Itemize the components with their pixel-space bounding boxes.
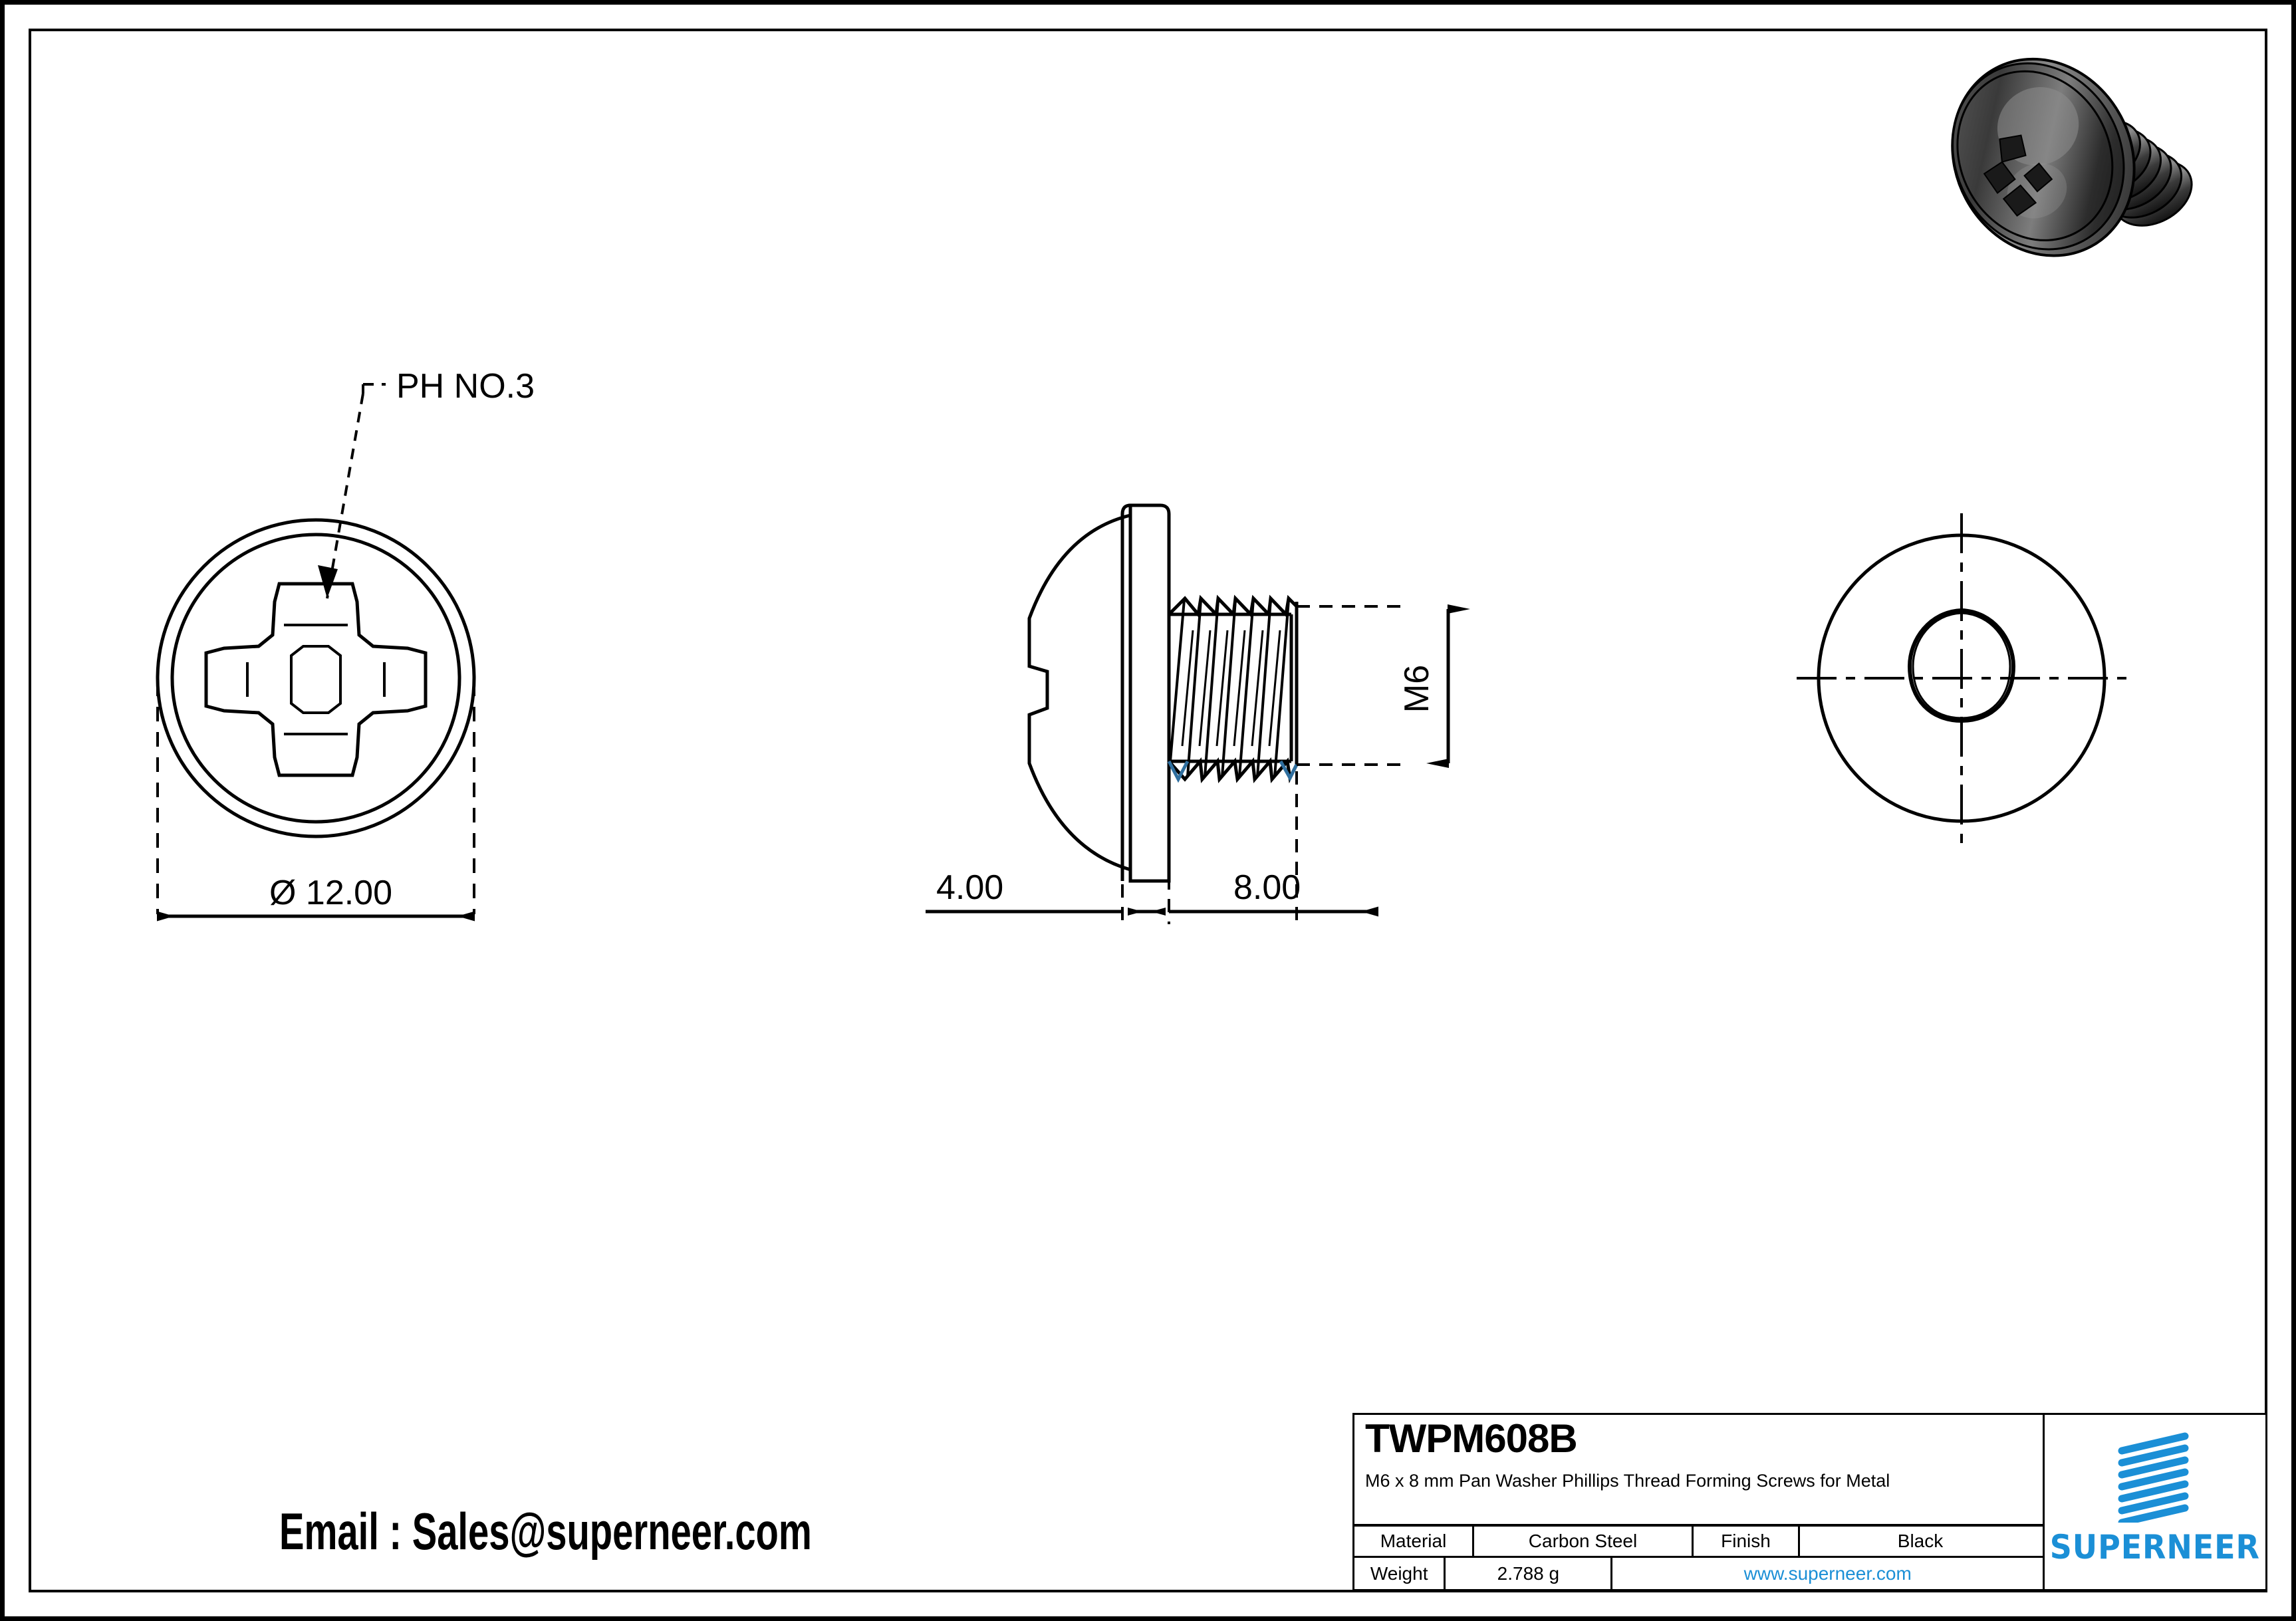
dimension-diameter-12: Ø 12.00 (269, 874, 392, 912)
material-label: Material (1354, 1527, 1474, 1556)
superneer-logo-icon (2118, 1432, 2189, 1523)
side-view-group: M6 4.00 8.00 (926, 503, 1470, 924)
render-phillips-recess (1983, 134, 2053, 217)
leader-label-ph: PH NO.3 (396, 367, 535, 406)
part-number: TWPM608B (1365, 1416, 1578, 1461)
website-link[interactable]: www.superneer.com (1743, 1562, 1912, 1584)
contact-email: Email : Sales@superneer.com (279, 1502, 812, 1560)
dimension-thread-m6: M6 (1398, 665, 1436, 713)
title-block-header: TWPM608B M6 x 8 mm Pan Washer Phillips T… (1354, 1415, 2043, 1527)
finish-value: Black (1897, 1531, 1944, 1551)
weight-value: 2.788 g (1446, 1558, 1613, 1589)
material-row: Material Carbon Steel Finish Black (1354, 1527, 2043, 1558)
isometric-render (1951, 57, 2193, 257)
brand-wordmark: SUPERNEER (2049, 1528, 2261, 1566)
dimension-length-8: 8.00 (1233, 868, 1301, 907)
title-block-left: TWPM608B M6 x 8 mm Pan Washer Phillips T… (1354, 1415, 2045, 1589)
bottom-view-group (1797, 513, 2126, 843)
part-description: M6 x 8 mm Pan Washer Phillips Thread For… (1365, 1471, 1890, 1491)
dimension-head-4: 4.00 (936, 868, 1003, 907)
weight-row: Weight 2.788 g www.superneer.com (1354, 1558, 2043, 1589)
brand-panel: SUPERNEER (2045, 1415, 2265, 1589)
top-view-group: PH NO.3 Ø 12.00 (156, 367, 535, 922)
material-value: Carbon Steel (1474, 1527, 1694, 1556)
title-block: TWPM608B M6 x 8 mm Pan Washer Phillips T… (1352, 1413, 2267, 1591)
weight-label: Weight (1354, 1558, 1446, 1589)
sheet-inner-border (29, 29, 2267, 1592)
finish-label: Finish (1694, 1527, 1800, 1556)
